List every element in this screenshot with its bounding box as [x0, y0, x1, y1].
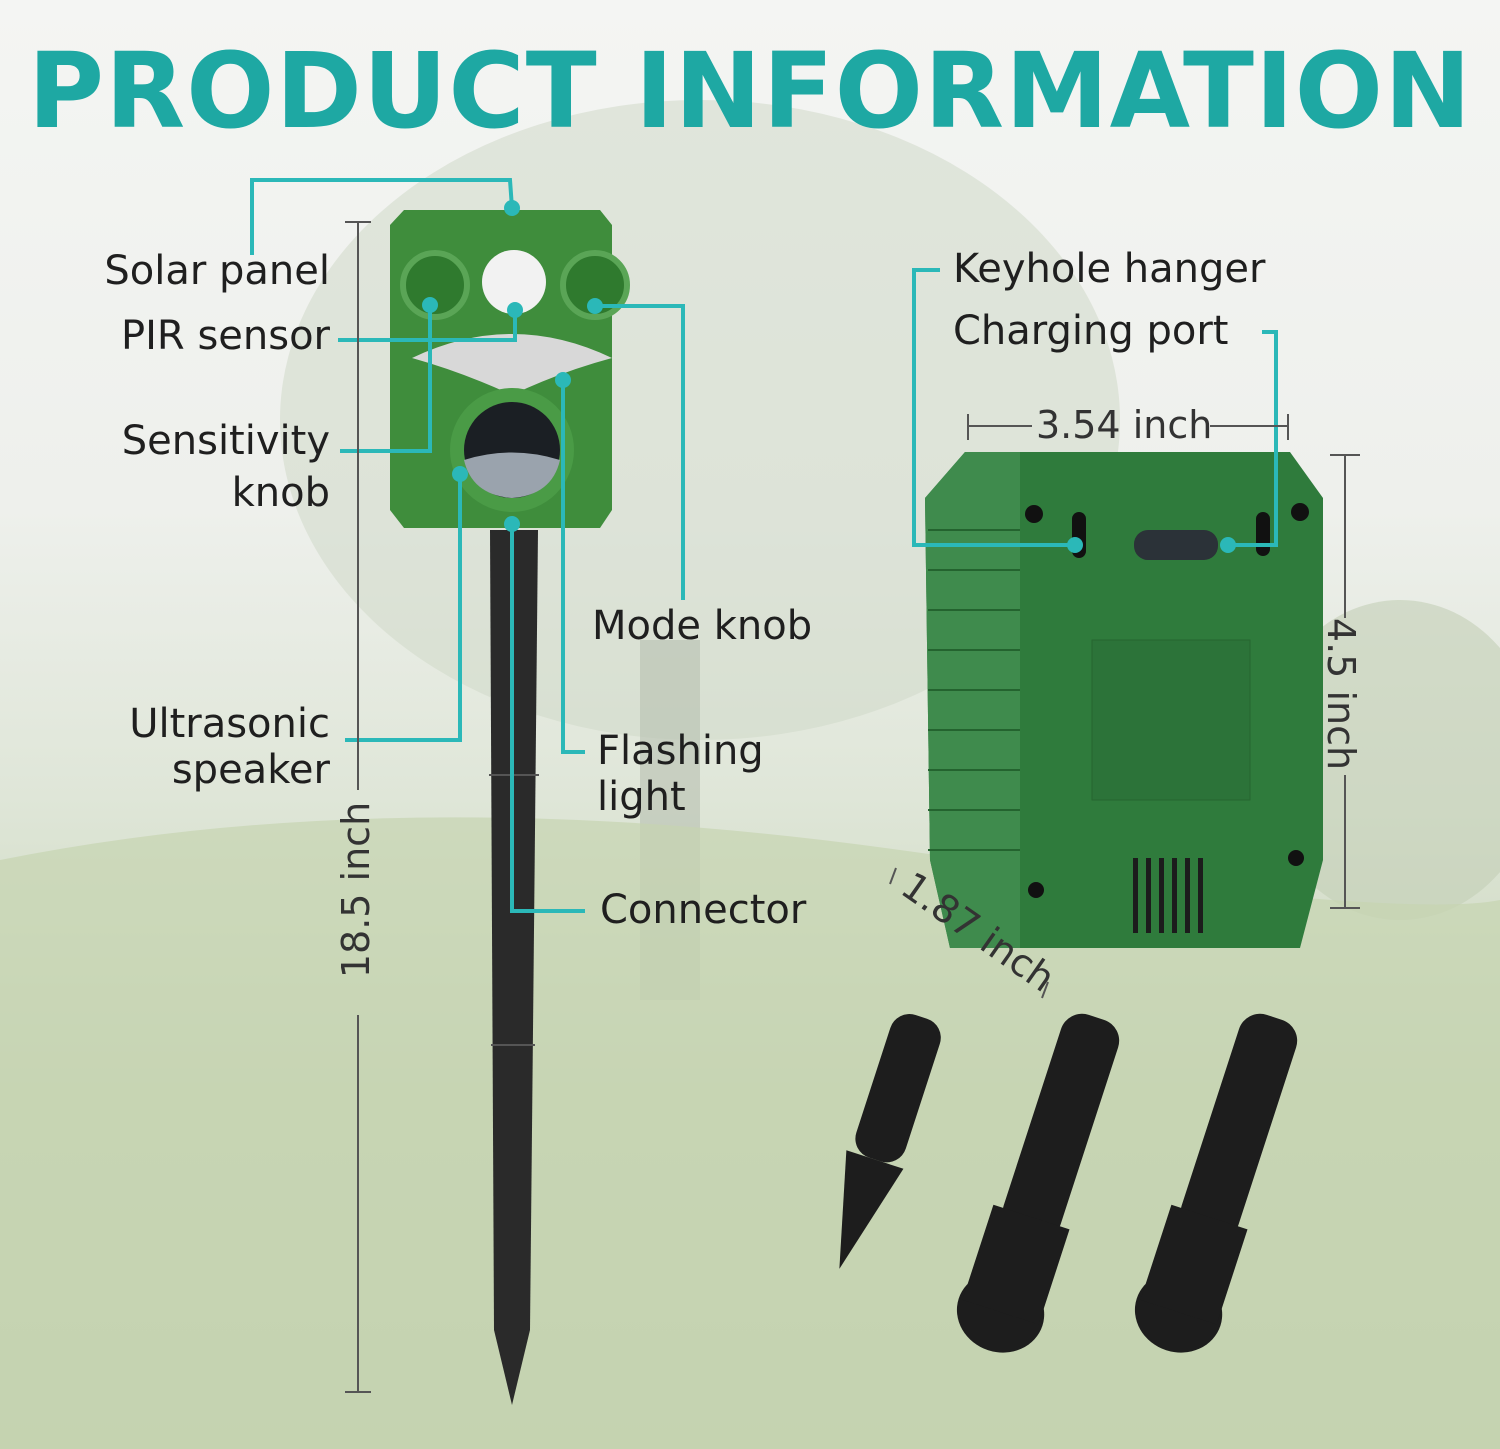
label-solar-panel: Solar panel [104, 248, 330, 294]
dimension-total-height: 18.5 inch [334, 801, 379, 979]
leader-dots [422, 200, 1236, 553]
label-keyhole-hanger: Keyhole hanger [953, 246, 1266, 292]
back-device [925, 452, 1323, 948]
front-device [390, 210, 630, 528]
label-charging-port: Charging port [953, 308, 1229, 354]
label-ultrasonic-speaker: Ultrasonic speaker [129, 701, 330, 793]
label-connector: Connector [600, 887, 807, 933]
spike-flat-1 [956, 1013, 1120, 1353]
label-line: Sensitivity [121, 418, 330, 464]
leader-lines [250, 178, 1278, 913]
label-line: speaker [171, 747, 330, 793]
page-title: PRODUCT INFORMATION [27, 30, 1473, 152]
dimension-lines [345, 221, 1360, 1393]
label-flashing-light: Flashing light [597, 728, 764, 820]
spike-flat-2 [1134, 1013, 1298, 1353]
label-line: Ultrasonic [129, 701, 330, 747]
dimension-body-height: 4.5 inch [1319, 617, 1364, 771]
label-mode-knob: Mode knob [592, 603, 813, 649]
spike-pointed [839, 1014, 941, 1269]
label-line: knob [231, 470, 330, 516]
label-pir-sensor: PIR sensor [121, 313, 330, 359]
label-sensitivity-knob: Sensitivity knob [122, 418, 330, 516]
label-line: Flashing [597, 728, 764, 774]
dimension-width: 3.54 inch [1036, 403, 1213, 447]
label-line: light [597, 774, 686, 820]
